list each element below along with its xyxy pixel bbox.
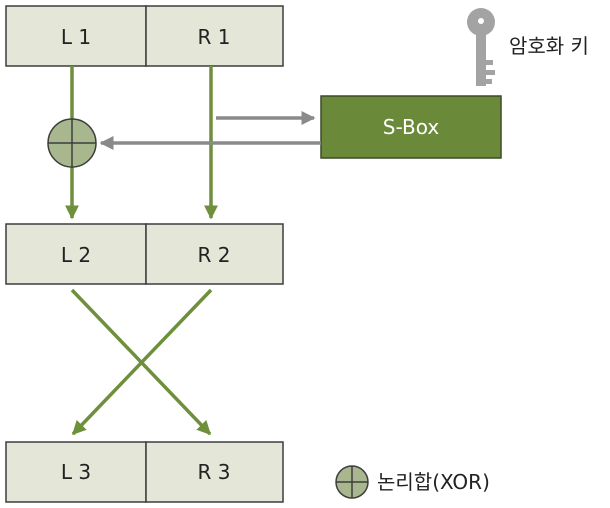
sbox-label: S-Box [383, 115, 440, 139]
block-l3 [5, 441, 147, 503]
block-l1 [5, 5, 147, 67]
block-r2 [145, 223, 284, 285]
sbox-box [320, 95, 502, 159]
block-r3-label: R 3 [198, 460, 231, 484]
arrow-r2-to-l3 [71, 288, 213, 436]
xor-node-icon [47, 118, 97, 168]
block-r1-label: R 1 [198, 25, 231, 49]
xor-legend-label: 논리합(XOR) [377, 470, 490, 494]
encryption-key-label: 암호화 키 [509, 34, 589, 58]
block-l3-label: L 3 [61, 460, 91, 484]
block-l2-label: L 2 [61, 243, 91, 267]
block-l2 [5, 223, 147, 285]
block-l1-label: L 1 [61, 25, 91, 49]
key-icon [467, 8, 495, 86]
block-r2-label: R 2 [198, 243, 231, 267]
block-r1 [145, 5, 284, 67]
block-r3 [145, 441, 284, 503]
row-1-block: L 1 R 1 [5, 5, 284, 67]
row-2-block: L 2 R 2 [5, 223, 284, 285]
xor-symbol-icon [335, 465, 369, 499]
row-3-block: L 3 R 3 [5, 441, 284, 503]
